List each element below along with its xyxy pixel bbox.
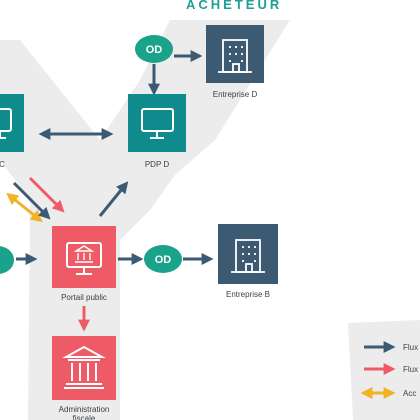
entreprise-b-node [218, 224, 278, 284]
flow-arrow-diag-navy [12, 181, 51, 220]
monitor-icon [141, 108, 174, 139]
legend: Flux Flux Acc [360, 341, 418, 399]
entreprise-b-label: Entreprise B [226, 290, 270, 299]
od-badge-top: OD [135, 35, 173, 63]
flow-arrow-diag-red [28, 176, 65, 213]
legend-label-1: Flux [403, 343, 418, 352]
administration-node [52, 336, 116, 400]
portail-public-node [52, 226, 116, 288]
pdp-d-label: PDP D [145, 160, 170, 169]
pdp-d-node [128, 94, 186, 152]
flow-arrow-portail-to-pdp-d [98, 181, 129, 217]
flow-band [0, 20, 290, 420]
monitor-bank-icon [66, 242, 102, 275]
legend-label-3: Acc [403, 389, 416, 398]
portail-public-label: Portail public [61, 293, 107, 302]
entreprise-d-label: Entreprise D [213, 90, 258, 99]
entreprise-d-node [206, 25, 264, 83]
pdp-c-node [0, 94, 24, 152]
od-middle-label: OD [155, 254, 172, 266]
monitor-icon [0, 108, 12, 139]
od-badge-middle: OD [144, 245, 182, 273]
building-icon [218, 39, 252, 73]
pdp-c-label: C [0, 160, 5, 169]
administration-label-line2: fiscale [73, 414, 96, 420]
administration-label-line1: Administration [59, 405, 110, 414]
od-top-label: OD [146, 44, 163, 56]
access-arrow-yellow [6, 192, 43, 223]
legend-label-2: Flux [403, 365, 418, 374]
buyer-title: ACHETEUR [186, 0, 282, 12]
od-badge-left [0, 246, 14, 274]
building-icon [231, 239, 265, 273]
bank-icon [62, 345, 106, 389]
